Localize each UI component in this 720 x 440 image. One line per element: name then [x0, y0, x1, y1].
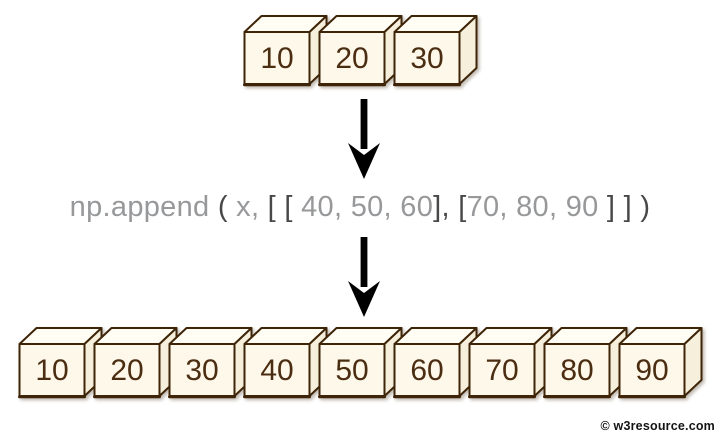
cube-3d-icon: 80 [542, 326, 628, 399]
array-cube: 20 [92, 326, 178, 399]
cube-3d-icon: 30 [167, 326, 253, 399]
array-cube: 60 [392, 326, 478, 399]
cube-value: 30 [185, 354, 218, 387]
watermark: © w3resource.com [600, 419, 715, 433]
cube-value: 40 [260, 354, 293, 387]
array-cube: 10 [242, 14, 328, 87]
array-cube: 40 [242, 326, 328, 399]
cube-3d-icon: 10 [242, 14, 328, 87]
down-arrow-shape [348, 99, 380, 179]
array-cube: 30 [392, 14, 478, 87]
cube-value: 20 [110, 354, 143, 387]
formula-segment: np.append [69, 191, 218, 223]
cube-value: 90 [635, 354, 668, 387]
cube-3d-icon: 40 [242, 326, 328, 399]
cube-3d-icon: 60 [392, 326, 478, 399]
formula-segment: ] ] ) [598, 191, 651, 223]
down-arrow-icon [348, 99, 380, 179]
formula-segment: ( [217, 191, 237, 223]
formula-segment: 40, 50, 60 [301, 191, 434, 223]
input-array-row: 10 20 30 [0, 14, 720, 87]
cube-value: 30 [410, 42, 443, 75]
cube-value: 10 [35, 354, 68, 387]
formula-segment: x, [236, 191, 260, 223]
cube-3d-icon: 20 [92, 326, 178, 399]
down-arrow-shape [348, 237, 380, 317]
cube-value: 70 [485, 354, 518, 387]
cube-value: 80 [560, 354, 593, 387]
array-cube: 50 [317, 326, 403, 399]
array-cube: 80 [542, 326, 628, 399]
formula-segment: 70, 80, 90 [466, 191, 599, 223]
cube-3d-icon: 30 [392, 14, 478, 87]
array-cube: 70 [467, 326, 553, 399]
array-cube: 10 [17, 326, 103, 399]
array-cube: 90 [617, 326, 703, 399]
numpy-append-expression: np.append ( x, [ [ 40, 50, 60], [70, 80,… [0, 186, 720, 228]
result-array-row: 10 20 30 40 50 [0, 326, 720, 399]
cube-3d-icon: 20 [317, 14, 403, 87]
array-cube: 30 [167, 326, 253, 399]
formula-segment: ], [ [433, 191, 467, 223]
down-arrow-icon [348, 237, 380, 317]
cube-value: 10 [260, 42, 293, 75]
cube-3d-icon: 70 [467, 326, 553, 399]
cube-3d-icon: 10 [17, 326, 103, 399]
formula-segment: [ [ [259, 191, 302, 223]
cube-3d-icon: 90 [617, 326, 703, 399]
cube-value: 20 [335, 42, 368, 75]
cube-value: 50 [335, 354, 368, 387]
array-cube: 20 [317, 14, 403, 87]
cube-3d-icon: 50 [317, 326, 403, 399]
cube-value: 60 [410, 354, 443, 387]
